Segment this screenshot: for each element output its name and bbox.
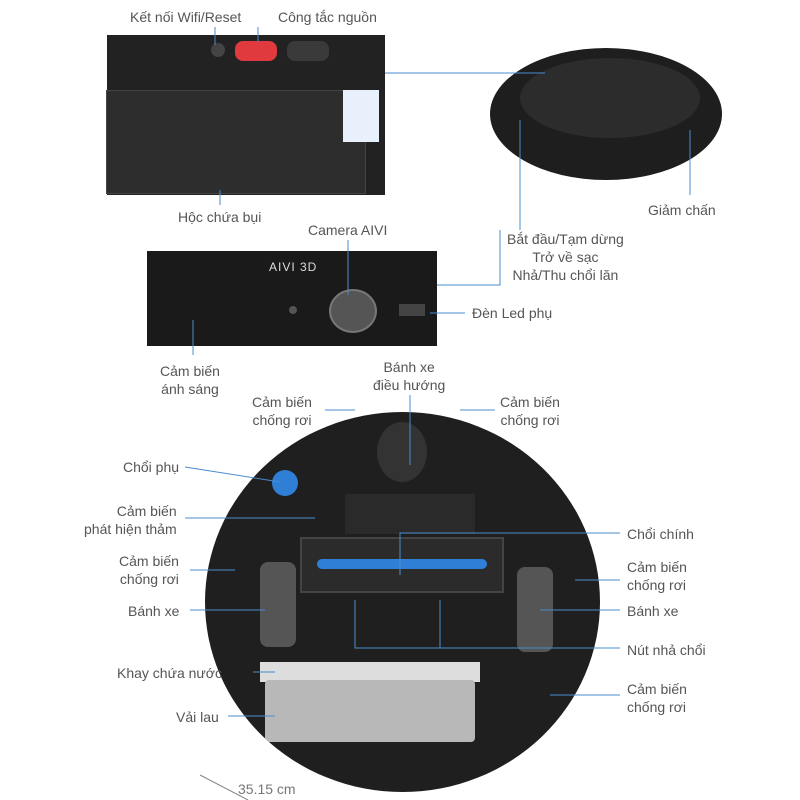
cliff-sensor-line1: Cảm biến — [119, 553, 179, 569]
main-brush-label: Chổi chính — [627, 526, 694, 542]
left-wheel — [260, 562, 296, 647]
cliff-sensor-label-top-right: Cảm biến chống rơi — [500, 393, 560, 429]
cliff-sensor-line2: chống rơi — [119, 571, 179, 587]
cliff-sensor-line2: chống rơi — [627, 577, 686, 593]
aux-led-label: Đèn Led phụ — [472, 305, 553, 321]
nav-wheel-label: Bánh xe điều hướng — [373, 358, 445, 394]
mop-pad — [265, 680, 475, 742]
right-wheel — [517, 567, 553, 652]
wheel-label-left: Bánh xe — [128, 603, 180, 619]
cliff-sensor-label-right: Cảm biến chống rơi — [627, 558, 687, 594]
cliff-sensor-line2: chống rơi — [252, 412, 312, 428]
carpet-sensor-line1: Cảm biến — [116, 503, 177, 519]
cliff-sensor-label-bottom-right: Cảm biến chống rơi — [627, 680, 687, 716]
camera-lens — [329, 289, 377, 333]
robot-top-view — [490, 48, 722, 180]
cliff-sensor-label-top-left: Cảm biến chống rơi — [252, 393, 312, 429]
bumper-label: Giảm chấn — [648, 202, 716, 218]
side-brush-label: Chổi phụ — [123, 459, 180, 475]
wheel-label-right: Bánh xe — [627, 603, 679, 619]
cliff-sensor-line1: Cảm biến — [500, 394, 560, 410]
aux-led — [399, 304, 425, 316]
light-sensor-label: Cảm biến ánh sáng — [160, 362, 220, 398]
wifi-button — [211, 43, 225, 57]
label-plate — [345, 494, 475, 534]
carpet-sensor-label: Cảm biến phát hiện thảm — [84, 502, 177, 538]
dust-bin-photo — [106, 35, 385, 195]
camera-label: Camera AIVI — [308, 222, 388, 238]
dust-bin-label: Hộc chứa bụi — [178, 209, 262, 225]
dust-bin-panel — [106, 90, 366, 194]
light-sensor-dot — [289, 306, 297, 314]
buttons-label: Bắt đầu/Tạm dừng Trở về sạc Nhả/Thu chổi… — [507, 230, 624, 284]
light-sensor-line1: Cảm biến — [160, 363, 220, 379]
nav-wheel-line2: điều hướng — [373, 377, 446, 393]
cliff-sensor-line1: Cảm biến — [252, 394, 312, 410]
dimension-label: 35.15 cm — [238, 781, 296, 797]
cliff-sensor-line1: Cảm biến — [627, 559, 687, 575]
robot-bottom-view — [205, 412, 600, 792]
mop-label: Vải lau — [176, 709, 219, 725]
power-switch — [235, 41, 277, 61]
cliff-sensor-line2: chống rơi — [627, 699, 686, 715]
start-pause-label: Bắt đầu/Tạm dừng — [507, 231, 624, 247]
light-sensor-line2: ánh sáng — [161, 381, 219, 397]
robot-top-lid — [520, 58, 700, 138]
nav-wheel-line1: Bánh xe — [383, 359, 435, 375]
power-switch-label: Công tắc nguồn — [278, 9, 377, 25]
qr-code — [343, 90, 379, 142]
water-tank-label: Khay chứa nước — [117, 665, 222, 681]
cliff-sensor-label-left: Cảm biến chống rơi — [119, 552, 179, 588]
camera-module: AIVI 3D — [147, 251, 437, 346]
return-charge-label: Trở về sạc — [532, 249, 599, 265]
carpet-sensor-line2: phát hiện thảm — [84, 521, 177, 537]
aivi-3d-label: AIVI 3D — [269, 260, 318, 274]
power-switch-off — [287, 41, 329, 61]
wifi-reset-label: Kết nối Wifi/Reset — [130, 9, 242, 25]
cliff-sensor-line1: Cảm biến — [627, 681, 687, 697]
main-brush-bristles — [317, 559, 487, 569]
side-brush — [272, 470, 298, 496]
main-brush — [300, 537, 504, 593]
brush-release-label: Nút nhả chổi — [627, 642, 706, 658]
nav-wheel — [377, 422, 427, 482]
brush-release-toggle-label: Nhả/Thu chổi lăn — [512, 267, 619, 283]
cliff-sensor-line2: chống rơi — [500, 412, 560, 428]
water-tank — [260, 662, 480, 682]
